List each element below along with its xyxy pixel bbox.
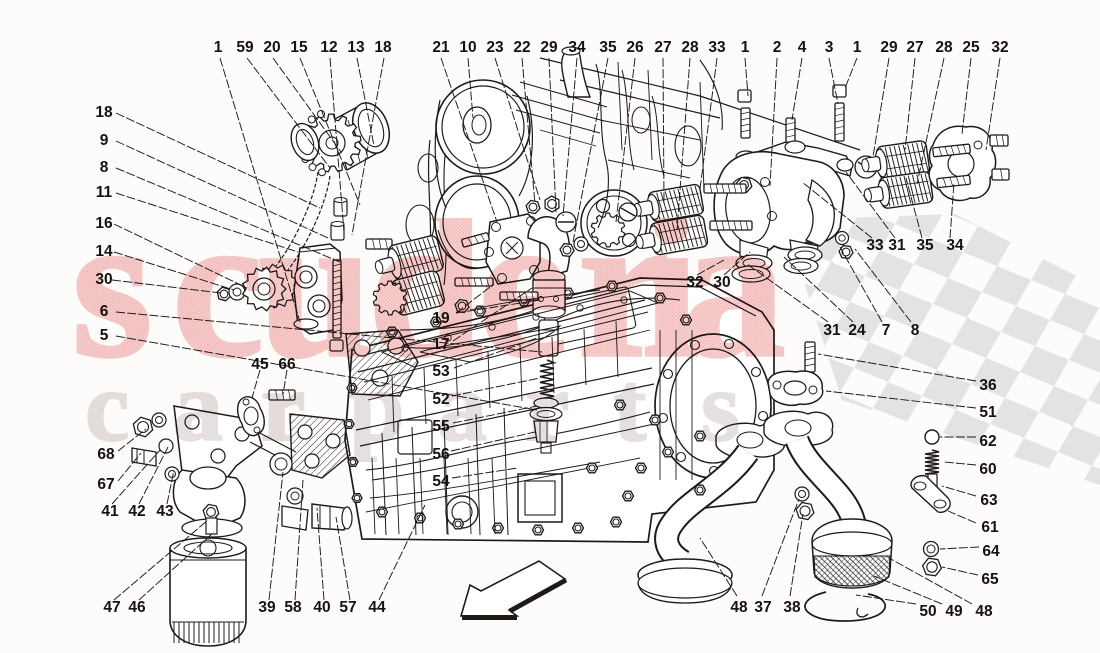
svg-text:54: 54 [432, 473, 450, 490]
svg-text:i: i [642, 171, 700, 400]
svg-text:37: 37 [754, 599, 771, 616]
svg-text:1: 1 [853, 39, 862, 56]
svg-text:u: u [258, 171, 373, 400]
svg-text:42: 42 [128, 503, 145, 520]
svg-text:63: 63 [980, 492, 998, 509]
svg-text:a: a [437, 351, 487, 462]
svg-text:18: 18 [374, 39, 392, 56]
svg-text:33: 33 [866, 237, 884, 254]
svg-text:1: 1 [214, 39, 223, 56]
svg-text:58: 58 [284, 599, 302, 616]
svg-text:59: 59 [236, 39, 254, 56]
svg-text:38: 38 [783, 599, 801, 616]
svg-text:64: 64 [982, 543, 1000, 560]
svg-text:t: t [613, 351, 646, 462]
svg-text:31: 31 [888, 237, 906, 254]
svg-text:6: 6 [100, 303, 109, 320]
svg-text:29: 29 [880, 39, 898, 56]
svg-text:46: 46 [128, 599, 146, 616]
svg-text:36: 36 [979, 377, 997, 394]
svg-text:31: 31 [823, 322, 841, 339]
svg-text:r: r [261, 351, 305, 462]
svg-text:40: 40 [313, 599, 330, 616]
svg-text:12: 12 [320, 39, 337, 56]
svg-text:48: 48 [975, 603, 993, 620]
svg-text:14: 14 [95, 243, 113, 260]
svg-text:8: 8 [100, 159, 109, 176]
svg-text:39: 39 [258, 599, 276, 616]
svg-text:16: 16 [95, 215, 113, 232]
svg-text:19: 19 [432, 310, 450, 327]
svg-text:s: s [701, 351, 740, 462]
svg-text:27: 27 [906, 39, 923, 56]
svg-text:60: 60 [979, 461, 996, 478]
svg-text:45: 45 [251, 356, 269, 373]
svg-text:26: 26 [626, 39, 644, 56]
svg-text:27: 27 [654, 39, 671, 56]
svg-text:22: 22 [513, 39, 530, 56]
svg-text:25: 25 [962, 39, 980, 56]
svg-text:57: 57 [339, 599, 356, 616]
svg-text:18: 18 [95, 104, 113, 121]
svg-text:67: 67 [97, 476, 114, 493]
svg-text:10: 10 [459, 39, 476, 56]
svg-text:32: 32 [991, 39, 1008, 56]
svg-text:32: 32 [686, 274, 703, 291]
svg-text:66: 66 [278, 356, 296, 373]
svg-text:17: 17 [432, 336, 449, 353]
svg-text:8: 8 [911, 322, 920, 339]
svg-text:7: 7 [882, 322, 891, 339]
svg-text:43: 43 [156, 503, 174, 520]
svg-text:15: 15 [290, 39, 308, 56]
svg-text:a: a [682, 171, 786, 400]
svg-text:a: a [173, 351, 223, 462]
svg-text:61: 61 [981, 519, 999, 536]
svg-text:23: 23 [486, 39, 504, 56]
svg-text:68: 68 [97, 446, 115, 463]
svg-text:51: 51 [979, 404, 997, 421]
svg-text:65: 65 [981, 571, 999, 588]
svg-text:28: 28 [681, 39, 699, 56]
svg-text:53: 53 [432, 363, 450, 380]
svg-text:3: 3 [825, 39, 834, 56]
svg-text:24: 24 [848, 322, 866, 339]
svg-text:d: d [368, 171, 483, 400]
svg-text:9: 9 [100, 132, 109, 149]
svg-text:34: 34 [568, 39, 586, 56]
svg-text:s: s [72, 171, 153, 400]
svg-text:21: 21 [432, 39, 450, 56]
svg-text:11: 11 [96, 184, 113, 201]
svg-text:13: 13 [347, 39, 365, 56]
svg-text:e: e [478, 171, 570, 400]
svg-text:44: 44 [368, 599, 386, 616]
svg-text:50: 50 [919, 603, 936, 620]
svg-text:r: r [525, 351, 569, 462]
svg-text:56: 56 [432, 446, 450, 463]
svg-text:4: 4 [798, 39, 807, 56]
svg-text:35: 35 [916, 237, 934, 254]
svg-text:34: 34 [946, 237, 964, 254]
svg-text:33: 33 [708, 39, 726, 56]
svg-text:20: 20 [263, 39, 280, 56]
svg-text:55: 55 [432, 418, 450, 435]
svg-text:47: 47 [103, 599, 120, 616]
svg-text:1: 1 [741, 39, 750, 56]
svg-text:r: r [578, 171, 670, 400]
svg-text:5: 5 [100, 327, 109, 344]
svg-text:29: 29 [540, 39, 558, 56]
svg-text:48: 48 [730, 599, 748, 616]
svg-text:49: 49 [945, 603, 963, 620]
svg-text:30: 30 [95, 271, 112, 288]
svg-text:c: c [85, 351, 129, 462]
svg-text:30: 30 [713, 274, 730, 291]
svg-text:52: 52 [432, 391, 449, 408]
svg-text:c: c [172, 171, 264, 400]
svg-text:2: 2 [773, 39, 782, 56]
svg-text:35: 35 [599, 39, 617, 56]
svg-text:41: 41 [101, 503, 119, 520]
svg-text:62: 62 [979, 433, 996, 450]
svg-text:p: p [349, 351, 405, 462]
svg-text:28: 28 [935, 39, 953, 56]
